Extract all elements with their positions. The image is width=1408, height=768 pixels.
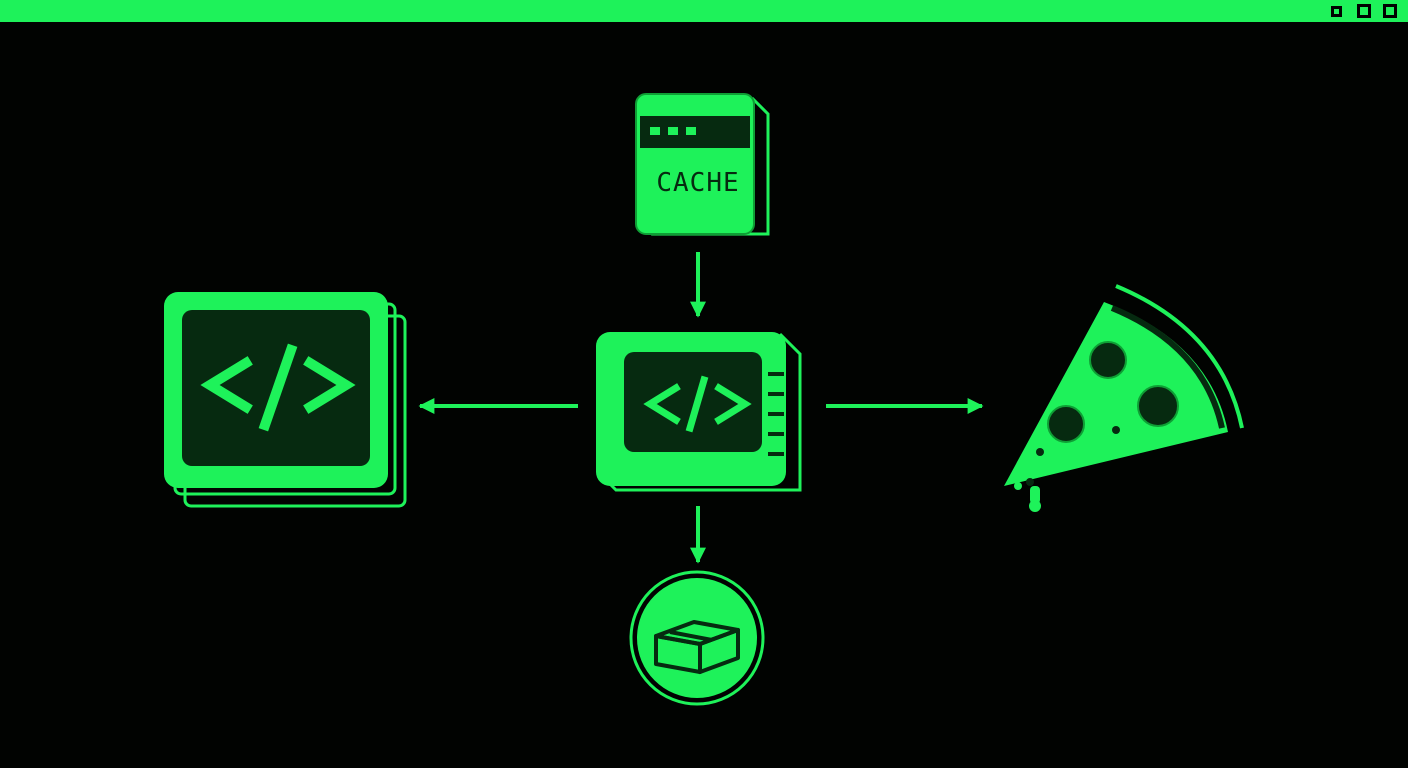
pizza-slice-icon [1004,284,1244,512]
code-brackets-icon [200,343,356,432]
box-node [629,570,765,706]
cache-label: CACHE [656,168,739,198]
cache-node: CACHE [635,93,770,236]
close-icon[interactable] [1383,4,1397,18]
box-package-icon [654,620,740,674]
left-monitor-node [164,292,407,508]
maximize-icon[interactable] [1357,4,1371,18]
center-terminal-node [596,332,802,492]
vent-slots [768,372,784,456]
minimize-icon[interactable] [1331,6,1342,17]
diagram-canvas: CACHE [164,93,1244,706]
code-brackets-icon [643,375,752,433]
title-bar [0,0,1408,22]
